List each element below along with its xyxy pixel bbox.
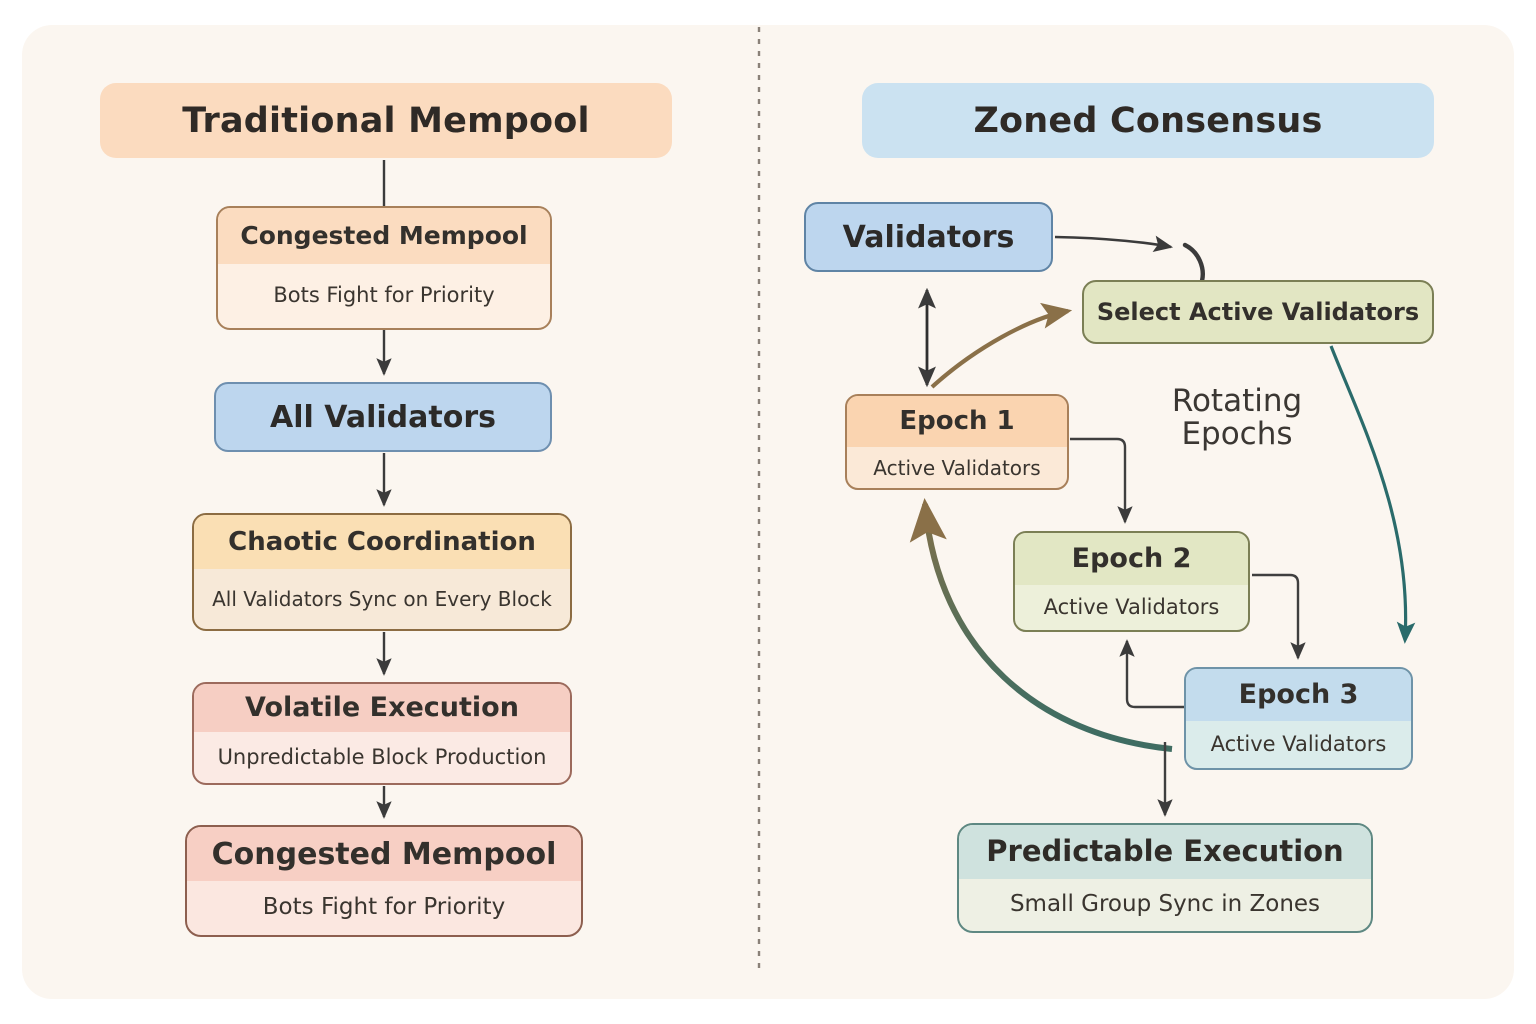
node-epoch-2[interactable]: Epoch 2 Active Validators bbox=[1013, 531, 1250, 632]
node-subtitle: All Validators Sync on Every Block bbox=[212, 587, 552, 611]
node-title: Epoch 2 bbox=[1015, 533, 1248, 585]
node-epoch-1[interactable]: Epoch 1 Active Validators bbox=[845, 394, 1069, 490]
node-epoch-3[interactable]: Epoch 3 Active Validators bbox=[1184, 667, 1413, 770]
node-all-validators[interactable]: All Validators bbox=[214, 382, 552, 452]
annotation-rotating-epochs: Rotating Epochs bbox=[1171, 383, 1303, 453]
node-title: All Validators bbox=[270, 399, 496, 435]
node-chaotic-coordination[interactable]: Chaotic Coordination All Validators Sync… bbox=[192, 513, 572, 631]
node-subtitle: Bots Fight for Priority bbox=[262, 894, 506, 921]
node-title: Validators bbox=[842, 219, 1015, 255]
panel-title-traditional-mempool: Traditional Mempool bbox=[100, 83, 672, 158]
node-congested-mempool-bottom[interactable]: Congested Mempool Bots Fight for Priorit… bbox=[185, 825, 583, 937]
node-congested-mempool-top[interactable]: Congested Mempool Bots Fight for Priorit… bbox=[216, 206, 552, 330]
node-subtitle: Bots Fight for Priority bbox=[273, 283, 495, 308]
node-subtitle: Active Validators bbox=[1043, 594, 1220, 619]
node-title: Congested Mempool bbox=[187, 827, 581, 881]
node-predictable-execution[interactable]: Predictable Execution Small Group Sync i… bbox=[957, 823, 1373, 933]
node-validators[interactable]: Validators bbox=[804, 202, 1053, 272]
node-title: Epoch 1 bbox=[847, 396, 1067, 447]
node-subtitle: Small Group Sync in Zones bbox=[1009, 891, 1321, 918]
node-subtitle: Active Validators bbox=[873, 455, 1041, 480]
node-title: Chaotic Coordination bbox=[194, 515, 570, 569]
node-title: Volatile Execution bbox=[194, 684, 570, 732]
node-title: Predictable Execution bbox=[959, 825, 1371, 879]
panel-title-zoned-consensus: Zoned Consensus bbox=[862, 83, 1434, 158]
node-volatile-execution[interactable]: Volatile Execution Unpredictable Block P… bbox=[192, 682, 572, 785]
node-select-active-validators[interactable]: Select Active Validators bbox=[1082, 280, 1434, 344]
node-title: Select Active Validators bbox=[1096, 297, 1420, 326]
node-subtitle: Unpredictable Block Production bbox=[217, 744, 547, 769]
node-title: Congested Mempool bbox=[218, 208, 550, 264]
node-title: Epoch 3 bbox=[1186, 669, 1411, 721]
node-subtitle: Active Validators bbox=[1210, 731, 1387, 756]
